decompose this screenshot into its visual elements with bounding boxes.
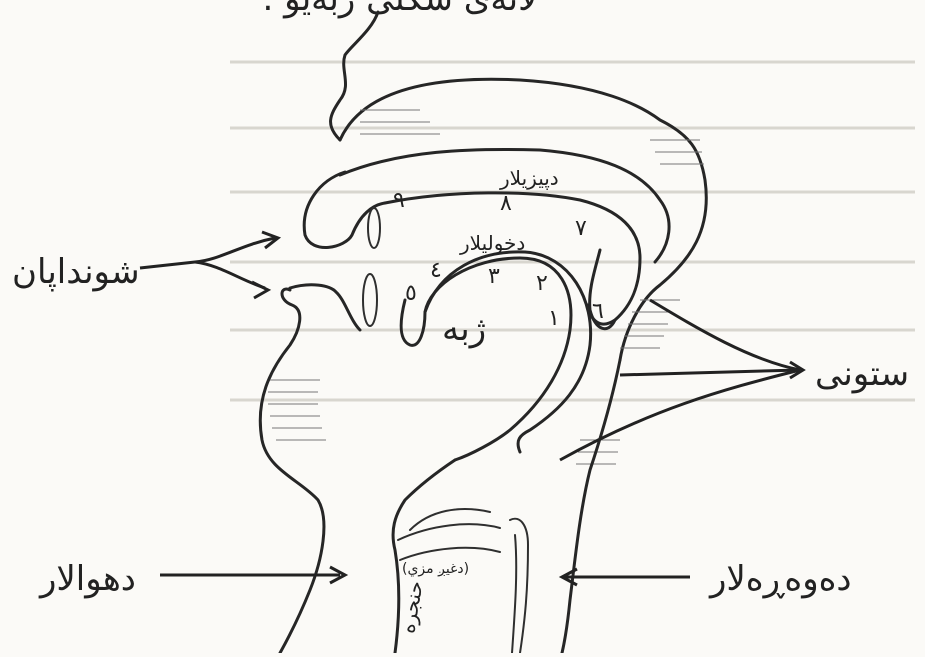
epiglottis <box>410 509 490 530</box>
esophagus-inner <box>512 535 516 653</box>
point-3: ٣ <box>488 264 500 289</box>
point-5: ٥ <box>405 281 417 306</box>
label-tongue: ژبه <box>442 309 486 349</box>
label-lips: شونداپان <box>12 252 140 292</box>
nose-outline <box>331 12 378 140</box>
point-6: ٦ <box>592 299 604 324</box>
throat-arrow <box>562 569 690 585</box>
diagram-heading: لانەی شکلی ژبەیو ؛ <box>263 0 538 19</box>
lower-tooth <box>363 274 377 326</box>
label-pillars: ستونی <box>815 354 909 394</box>
point-1: ١ <box>548 306 560 331</box>
point-4: ٤ <box>430 258 442 283</box>
tissue-hatching <box>268 110 704 464</box>
upper-lip <box>304 172 385 248</box>
point-8: ٨ <box>500 191 512 216</box>
label-upper-palate: دپیزیلار <box>499 166 559 191</box>
nasal-cavity-outline <box>340 79 706 360</box>
point-9: ٩ <box>393 188 405 213</box>
label-mouth-cavity: دهوالار <box>38 559 136 599</box>
label-larynx-note: (دغیږ مزي) <box>402 561 469 577</box>
upper-tooth <box>368 208 380 248</box>
vocal-fold-lower <box>400 548 500 560</box>
lower-lip-and-jaw <box>260 289 324 653</box>
pharynx-back-wall <box>562 360 620 653</box>
point-2: ٢ <box>536 271 548 296</box>
lips-arrows <box>140 232 278 298</box>
label-throat: دەوەڕەلار <box>708 559 852 599</box>
label-lower-palate: دخولیلار <box>459 231 525 255</box>
point-7: ٧ <box>575 216 587 241</box>
